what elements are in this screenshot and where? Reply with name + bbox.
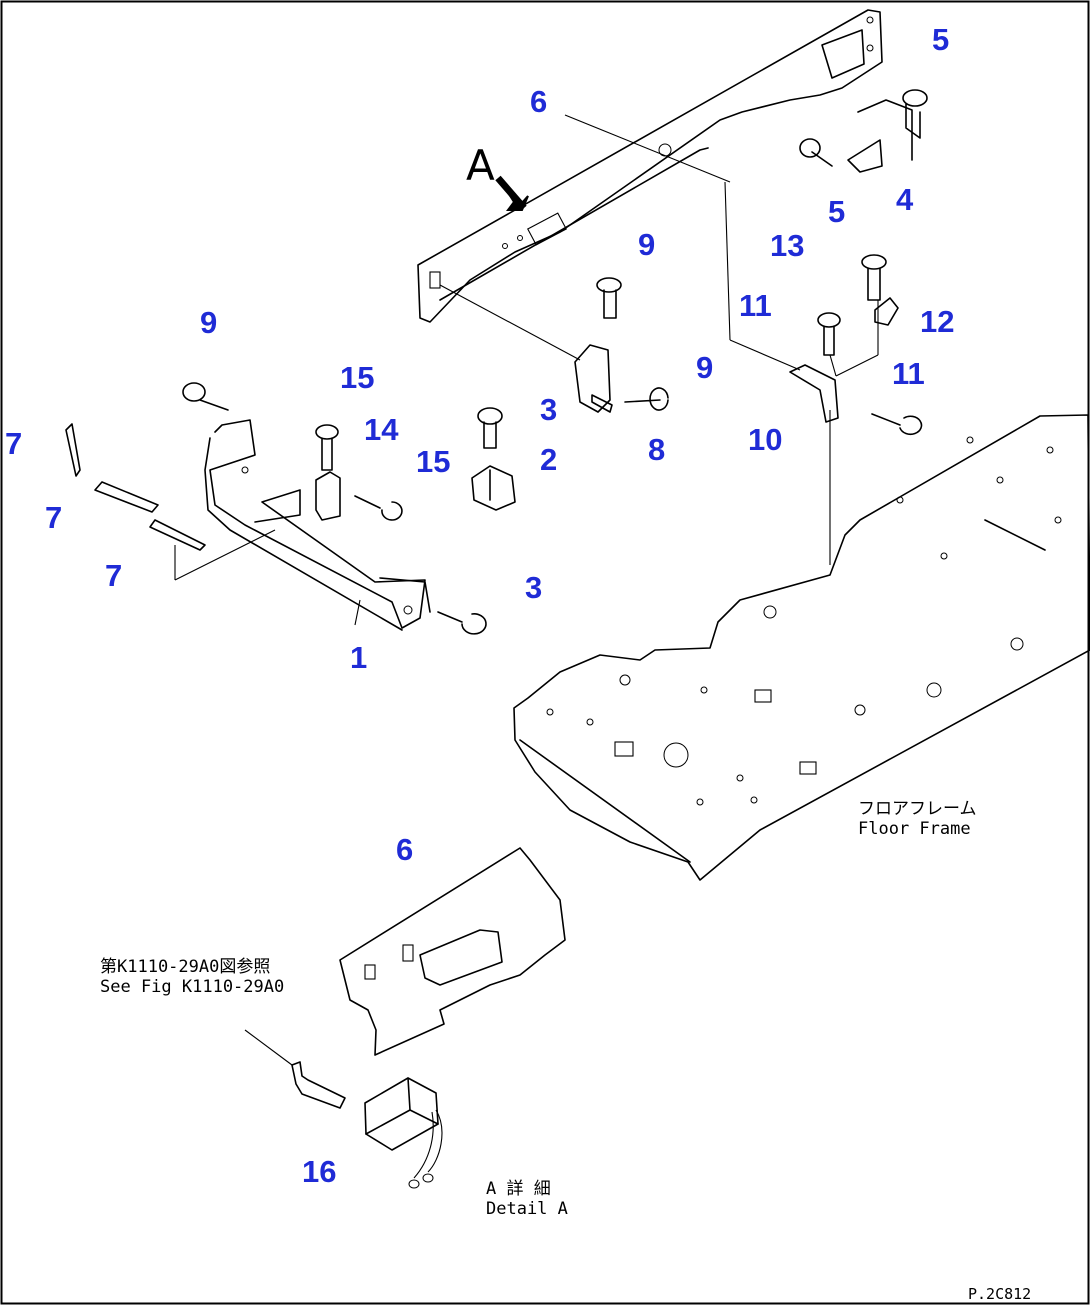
callout-15: 15 [340,360,375,395]
callout-5: 5 [932,22,950,57]
reference-note: 第K1110-29A0図参照 See Fig K1110-29A0 [100,957,285,997]
callout-7: 7 [105,558,123,593]
leader-lines [174,114,879,1066]
callout-2: 2 [540,442,558,477]
callout-11: 11 [892,356,925,391]
view-marker-a: A [466,141,495,190]
bolt-part-9-left [182,382,229,411]
detail-a-pin [291,1061,346,1109]
callout-7: 7 [45,500,63,535]
detail-a-caption-jp: A 詳 細 [486,1179,551,1199]
bolt-part-9-top [596,277,622,319]
floor-frame-label: フロアフレーム Floor Frame [858,799,977,839]
trim-part-7 [65,423,206,551]
bracket-part-14 [315,471,341,521]
callout-8: 8 [648,432,666,467]
bolt-part-9-right [624,387,669,411]
bolts-part-15 [315,424,403,521]
callout-1: 1 [350,640,368,675]
detail-a-caption-en: Detail A [486,1198,568,1219]
floor-frame [513,414,1090,881]
detail-a-panel-part-6 [339,847,566,1056]
floor-frame-label-jp: フロアフレーム [858,799,977,819]
callout-11: 11 [739,288,772,323]
callout-5: 5 [828,194,846,229]
callout-9: 9 [696,350,714,385]
bracket-part-8 [574,344,613,413]
bolt-part-3-top [477,407,503,449]
reference-note-en: See Fig K1110-29A0 [100,976,285,997]
callout-6: 6 [396,832,414,867]
detail-a-switch-part-16 [364,1077,443,1189]
callout-15: 15 [416,444,451,479]
callout-16: 16 [302,1154,337,1189]
bracket-part-2 [471,465,516,511]
callout-3: 3 [540,392,558,427]
bolts-part-5 [799,89,928,167]
callout-6: 6 [530,84,548,119]
callout-13: 13 [770,228,805,263]
bolts-part-11 [817,312,923,436]
detail-a-caption: A 詳 細 Detail A [486,1179,568,1219]
callout-4: 4 [896,182,914,217]
clamp-part-12 [874,297,899,326]
cover-panel-part-6 [417,9,883,323]
callout-7: 7 [5,426,23,461]
side-cover-part-1 [204,419,431,631]
bracket-part-4 [847,99,913,173]
floor-frame-label-en: Floor Frame [858,818,971,839]
drawing-code: P.2C812 [968,1285,1032,1303]
bolt-part-3-bottom [437,611,487,635]
callout-14: 14 [364,412,399,447]
view-arrow-a [495,175,529,211]
callout-10: 10 [748,422,783,457]
callout-9: 9 [200,305,218,340]
callout-12: 12 [920,304,955,339]
bolt-part-13 [861,254,887,301]
callout-3: 3 [525,570,543,605]
callout-9: 9 [638,227,656,262]
reference-note-jp: 第K1110-29A0図参照 [100,957,271,977]
bracket-part-10 [789,364,839,423]
